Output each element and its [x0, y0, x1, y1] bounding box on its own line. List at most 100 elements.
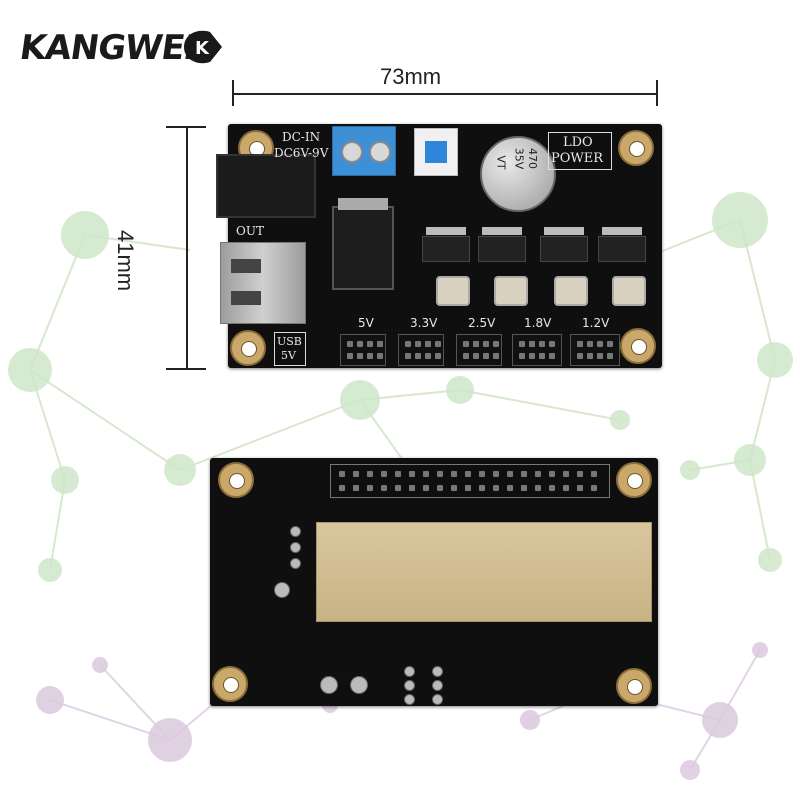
via — [432, 694, 443, 705]
usb-label-line1: USB — [277, 335, 302, 348]
via — [404, 680, 415, 691]
header-pin — [347, 341, 353, 347]
header-pin — [549, 471, 555, 477]
header-pin — [425, 353, 431, 359]
header-pin — [423, 485, 429, 491]
power-button[interactable] — [414, 128, 458, 176]
mounting-hole-bottom-right — [620, 328, 656, 364]
via — [274, 582, 290, 598]
tantalum-capacitor-4 — [612, 276, 646, 306]
header-pin — [539, 353, 545, 359]
width-dimension-tick-left — [232, 80, 234, 106]
header-pin — [591, 485, 597, 491]
rail-label-2v5: 2.5V — [468, 316, 496, 330]
ldo-title-line1: LDO — [563, 135, 593, 150]
header-pin — [465, 471, 471, 477]
via — [404, 694, 415, 705]
usb-label-line2: 5V — [281, 349, 296, 362]
header-pin — [451, 471, 457, 477]
pcb-front: DC-IN DC6V-9V 470 35V VT LDO POWER OUT U… — [216, 124, 662, 368]
header-pin — [597, 341, 603, 347]
capacitor-text-3: VT — [494, 155, 508, 170]
header-pin — [473, 353, 479, 359]
width-dimension-label: 73mm — [380, 64, 442, 89]
header-pin — [353, 471, 359, 477]
usb-port[interactable] — [220, 242, 306, 324]
header-pin — [377, 353, 383, 359]
pin-header-2v5[interactable] — [456, 334, 502, 366]
copper-heatsink-pad — [316, 522, 652, 622]
pin-header-5v[interactable] — [340, 334, 386, 366]
header-pin — [463, 353, 469, 359]
height-dimension-label: 41mm — [113, 230, 138, 292]
mounting-hole-bottom-left — [212, 666, 248, 702]
brand-logo-letters: K — [195, 38, 210, 59]
header-pin — [353, 485, 359, 491]
header-pin — [463, 341, 469, 347]
screw-terminal-block — [332, 126, 396, 176]
header-pin — [435, 341, 441, 347]
header-pin — [507, 485, 513, 491]
header-pin — [473, 341, 479, 347]
mounting-hole-top-right — [616, 462, 652, 498]
header-pin — [577, 353, 583, 359]
via — [432, 666, 443, 677]
rail-label-1v2: 1.2V — [582, 316, 610, 330]
header-pin — [607, 353, 613, 359]
header-pin — [409, 485, 415, 491]
mounting-hole-top-right — [618, 130, 654, 166]
header-pin — [493, 471, 499, 477]
rail-label-1v8: 1.8V — [524, 316, 552, 330]
ldo-chip-3 — [540, 227, 588, 262]
via — [290, 542, 301, 553]
width-dimension-line — [232, 93, 658, 95]
header-pin — [367, 471, 373, 477]
header-pin — [529, 353, 535, 359]
ldo-chip-4 — [598, 227, 646, 262]
header-pin — [377, 341, 383, 347]
height-dimension-line — [186, 126, 188, 370]
via — [350, 676, 368, 694]
pin-header-3v3[interactable] — [398, 334, 444, 366]
screw-icon — [369, 141, 391, 163]
header-pin — [465, 485, 471, 491]
header-pin — [405, 341, 411, 347]
header-pin — [347, 353, 353, 359]
mounting-hole-top-left — [218, 462, 254, 498]
ldo-title-box: LDO POWER — [548, 132, 612, 170]
header-pin — [395, 471, 401, 477]
pin-header-1v2[interactable] — [570, 334, 620, 366]
header-pin — [587, 341, 593, 347]
header-pin — [367, 485, 373, 491]
header-pin — [493, 341, 499, 347]
via — [404, 666, 415, 677]
header-pin — [425, 341, 431, 347]
pin-header-1v8[interactable] — [512, 334, 562, 366]
header-pin — [591, 471, 597, 477]
header-pin — [549, 341, 555, 347]
header-pin — [587, 353, 593, 359]
header-pin — [577, 485, 583, 491]
tantalum-capacitor-2 — [494, 276, 528, 306]
header-pin — [437, 485, 443, 491]
header-pin — [423, 471, 429, 477]
screw-icon — [341, 141, 363, 163]
header-pin — [529, 341, 535, 347]
header-pin — [539, 341, 545, 347]
rail-label-5v: 5V — [358, 316, 374, 330]
header-pin — [535, 471, 541, 477]
header-pin — [339, 485, 345, 491]
header-pin — [507, 471, 513, 477]
height-dimension-tick-top — [166, 126, 206, 128]
tantalum-capacitor-3 — [554, 276, 588, 306]
electrolytic-capacitor: 470 35V VT — [480, 136, 556, 212]
header-pin — [479, 485, 485, 491]
width-dimension-tick-right — [656, 80, 658, 106]
mounting-hole-bottom-left — [230, 330, 266, 366]
pin-header-row — [330, 464, 610, 498]
header-pin — [563, 485, 569, 491]
header-pin — [521, 471, 527, 477]
header-pin — [563, 471, 569, 477]
ldo-title-line2: POWER — [551, 151, 604, 166]
header-pin — [357, 341, 363, 347]
